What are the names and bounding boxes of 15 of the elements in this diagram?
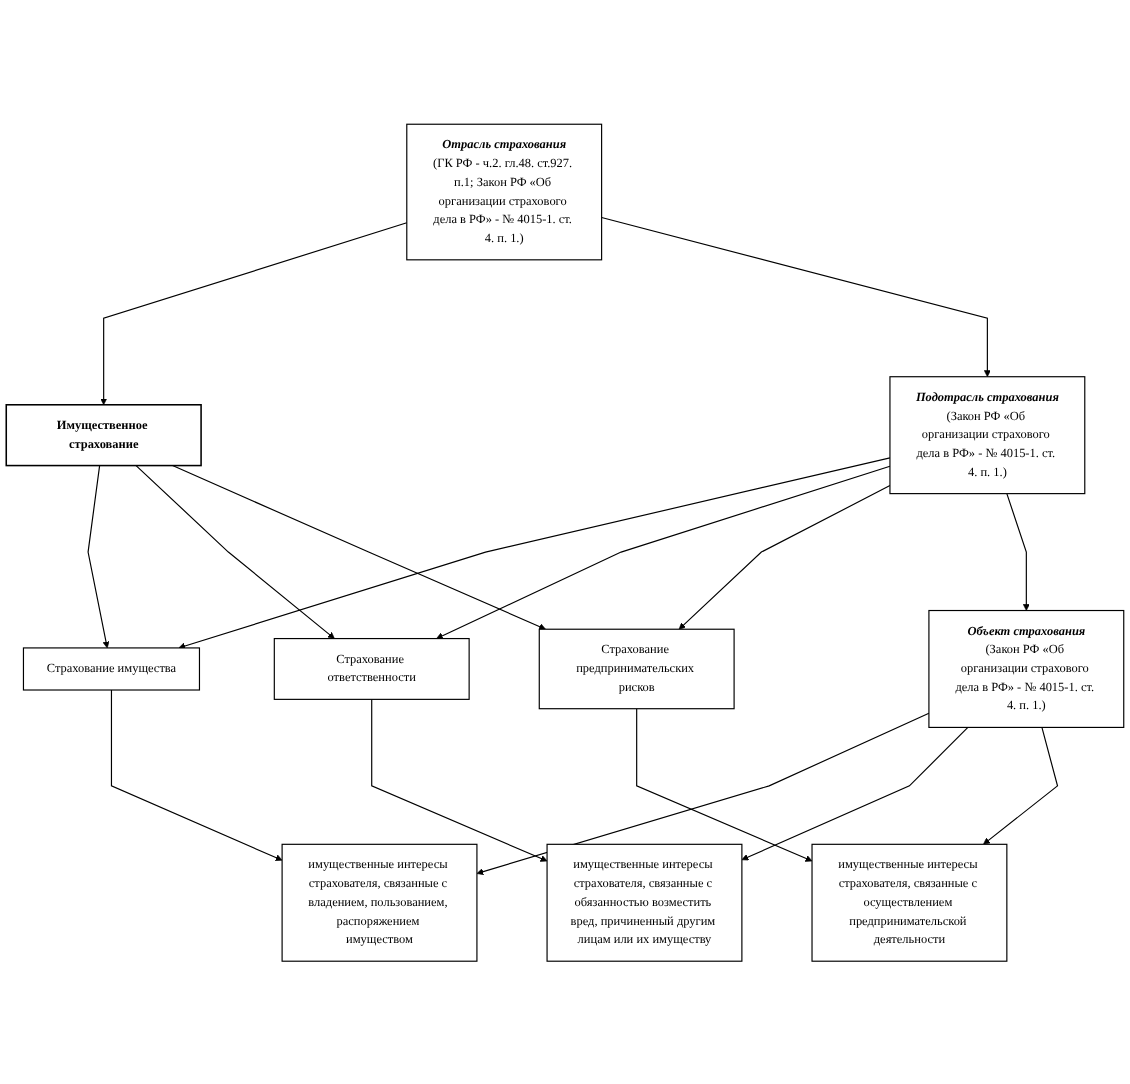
arrow — [178, 456, 891, 649]
arrow — [636, 707, 813, 861]
arrow — [110, 688, 283, 861]
arrow — [741, 726, 969, 860]
arrow — [601, 216, 991, 377]
arrow — [371, 698, 548, 861]
arrow — [135, 464, 335, 639]
arrow — [678, 484, 891, 629]
arrow — [436, 464, 891, 639]
arrow — [87, 464, 110, 648]
arrow — [983, 726, 1059, 844]
arrow — [1006, 492, 1030, 611]
arrow — [171, 464, 546, 630]
arrow — [476, 711, 930, 875]
arrow — [100, 221, 408, 405]
